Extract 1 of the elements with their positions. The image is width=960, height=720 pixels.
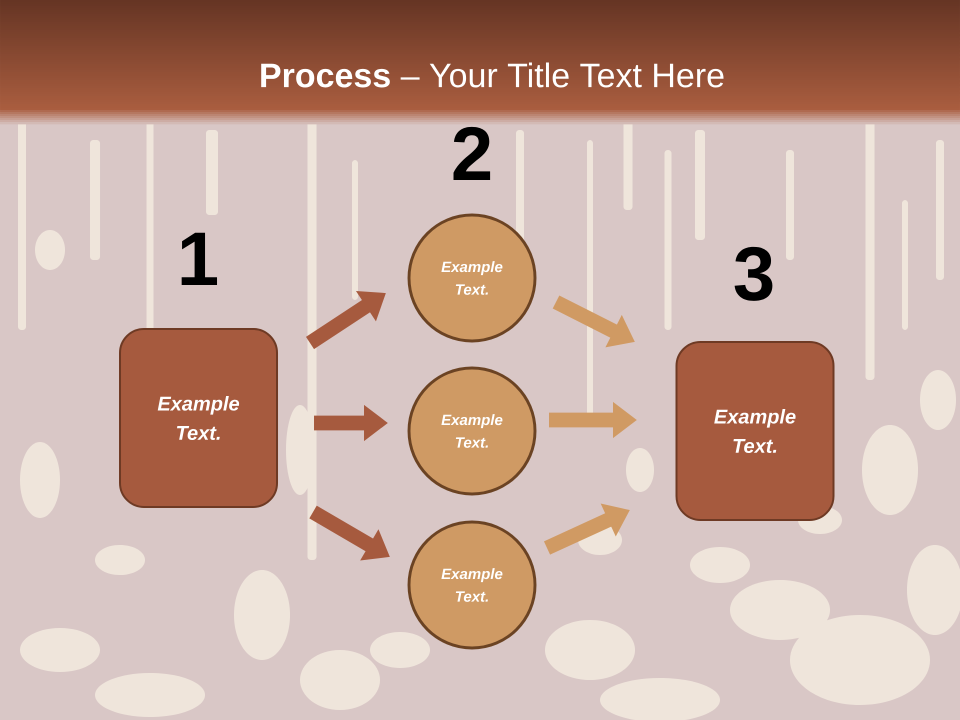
title: Process – Your Title Text Here xyxy=(261,62,724,88)
